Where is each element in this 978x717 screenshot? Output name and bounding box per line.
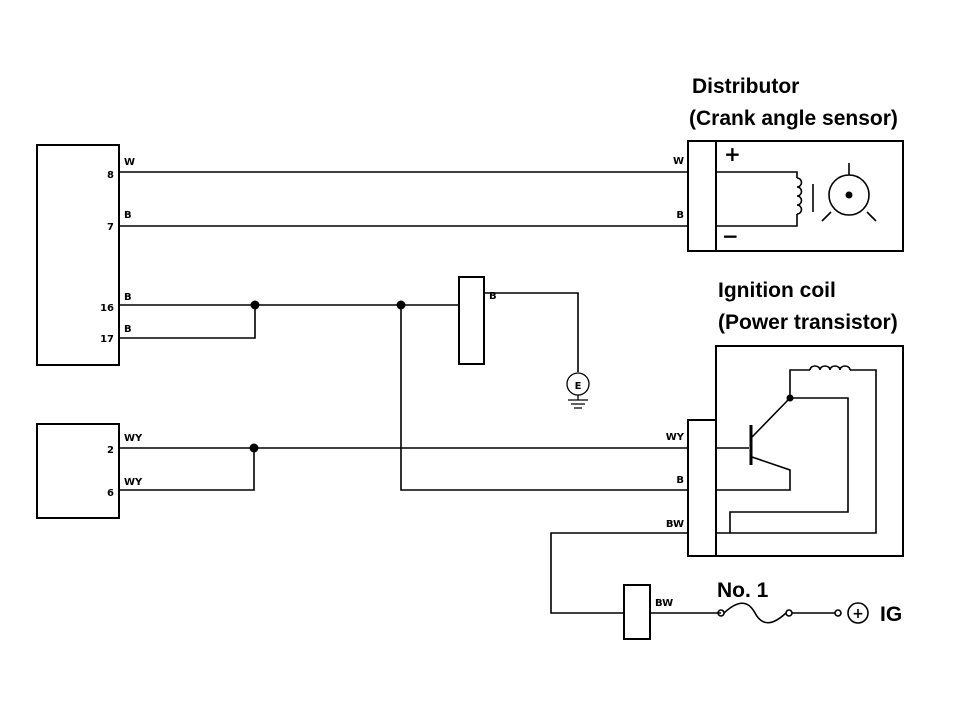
wire-color-label: BW <box>666 519 684 530</box>
junction-dot <box>250 300 260 310</box>
wire-color-label: BW <box>655 598 673 609</box>
rotor-center <box>845 191 853 199</box>
wire-color-label: WY <box>124 433 143 444</box>
wire-color-label: B <box>676 475 684 486</box>
ground-icon <box>568 395 588 409</box>
transistor-collector <box>751 397 791 438</box>
fuse-connector <box>623 584 651 640</box>
fuse-label: No. 1 <box>717 579 769 602</box>
coil-winding-icon <box>809 365 851 371</box>
coil-lead <box>729 397 849 533</box>
wire-wy-pin6 <box>119 448 255 491</box>
power-terminal <box>834 609 842 617</box>
plus-circle-icon <box>847 602 869 624</box>
distributor-connector <box>687 140 717 252</box>
pin-number: 2 <box>107 445 114 456</box>
ecu-upper-connector <box>36 144 120 366</box>
ignition-coil-body <box>715 345 904 557</box>
wire-color-label: WY <box>666 432 685 443</box>
wire-bw-ignition-coil <box>550 532 688 614</box>
sensor-lead <box>716 171 798 178</box>
ignition-coil-subtitle: (Power transistor) <box>718 311 898 334</box>
distributor-subtitle: (Crank angle sensor) <box>689 107 898 130</box>
wire-color-label: W <box>124 157 135 168</box>
wire-b-ground <box>484 292 579 372</box>
wire-color-label: W <box>673 156 684 167</box>
wire-color-label: B <box>124 324 132 335</box>
junction-dot <box>249 443 259 453</box>
wire-b-pin17 <box>119 305 256 339</box>
minus-sign: − <box>722 224 739 248</box>
wire-color-label: B <box>124 292 132 303</box>
pin-number: 7 <box>107 222 114 233</box>
rotor-teeth <box>821 163 877 222</box>
fuse-icon <box>723 602 787 624</box>
distributor-title: Distributor <box>692 75 799 98</box>
junction-dot <box>396 300 406 310</box>
coil-lead <box>789 369 810 398</box>
coil-lead <box>716 369 877 534</box>
wire-b-ignition-coil <box>400 305 688 491</box>
fuse-terminal <box>785 609 793 617</box>
wire-color-label: B <box>124 210 132 221</box>
wire-color-label: B <box>489 291 497 302</box>
ground-symbol-label: E <box>575 381 582 392</box>
distributor-body <box>715 140 904 252</box>
sensor-lead <box>716 214 798 227</box>
pin-number: 17 <box>100 334 114 345</box>
wire-color-label: B <box>676 210 684 221</box>
plus-sign: + <box>724 142 741 166</box>
pin-number: 8 <box>107 170 114 181</box>
ignition-coil-title: Ignition coil <box>718 279 836 302</box>
pickup-coil-icon <box>796 177 803 215</box>
transistor-emitter <box>716 456 791 491</box>
ignition-coil-connector <box>687 419 717 557</box>
pin-number: 16 <box>100 303 114 314</box>
ecu-lower-connector <box>36 423 120 519</box>
ground-connector <box>458 276 485 365</box>
wire-color-label: WY <box>124 477 143 488</box>
plus-sign: + <box>852 606 864 622</box>
pin-number: 6 <box>107 488 114 499</box>
ig-label: IG <box>880 603 902 626</box>
